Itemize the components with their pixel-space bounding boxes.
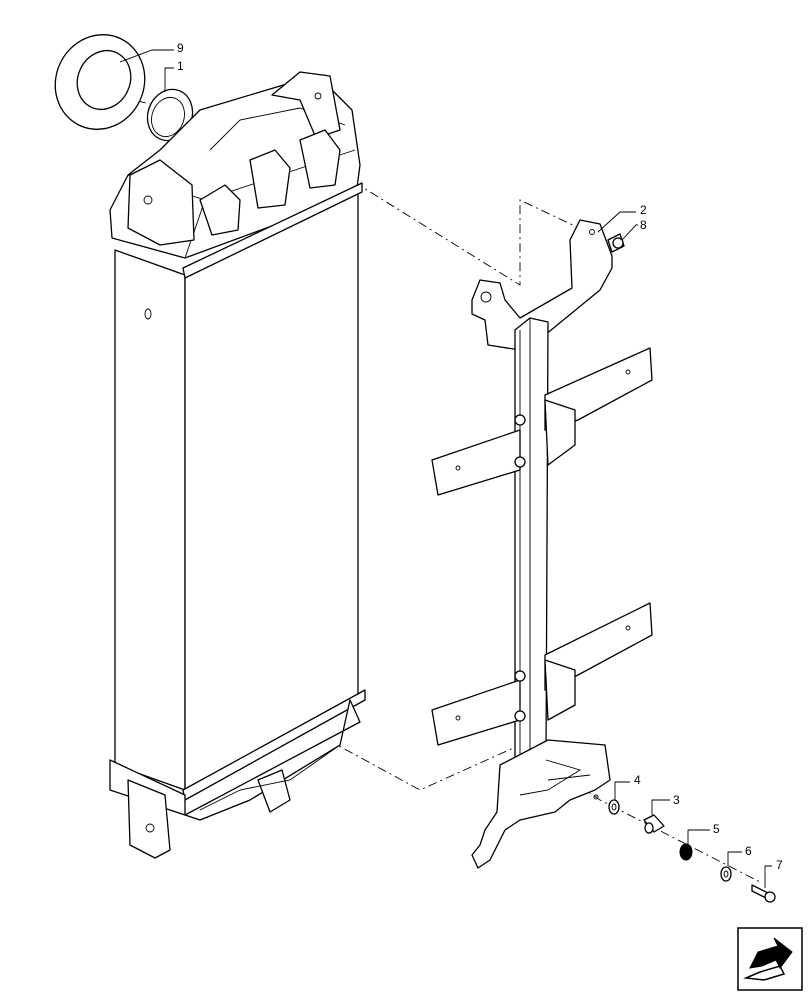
part-8-bolt <box>607 233 625 253</box>
callout-1: 1 <box>177 59 184 73</box>
callout-8: 8 <box>640 218 647 232</box>
leader-lines <box>119 49 772 888</box>
callout-2: 2 <box>640 203 647 217</box>
part-1-charge-air-cooler <box>109 71 366 859</box>
part-3-spacer <box>643 814 665 834</box>
callout-9: 9 <box>177 41 184 55</box>
callout-6: 6 <box>745 844 752 858</box>
part-6-washer <box>720 866 732 882</box>
callout-5: 5 <box>713 822 720 836</box>
part-2-mounting-frame <box>431 219 653 869</box>
part-4-washer <box>608 799 620 815</box>
next-page-arrow-icon[interactable] <box>737 927 803 991</box>
callout-labels: 9 1 2 8 3 4 5 6 7 <box>177 41 783 872</box>
part-5-rubber-mount <box>679 843 693 861</box>
part-9-ring-seal <box>54 34 146 130</box>
callout-4: 4 <box>634 773 641 787</box>
callout-7: 7 <box>776 858 783 872</box>
part-7-bolt <box>751 884 776 903</box>
callout-3: 3 <box>673 793 680 807</box>
